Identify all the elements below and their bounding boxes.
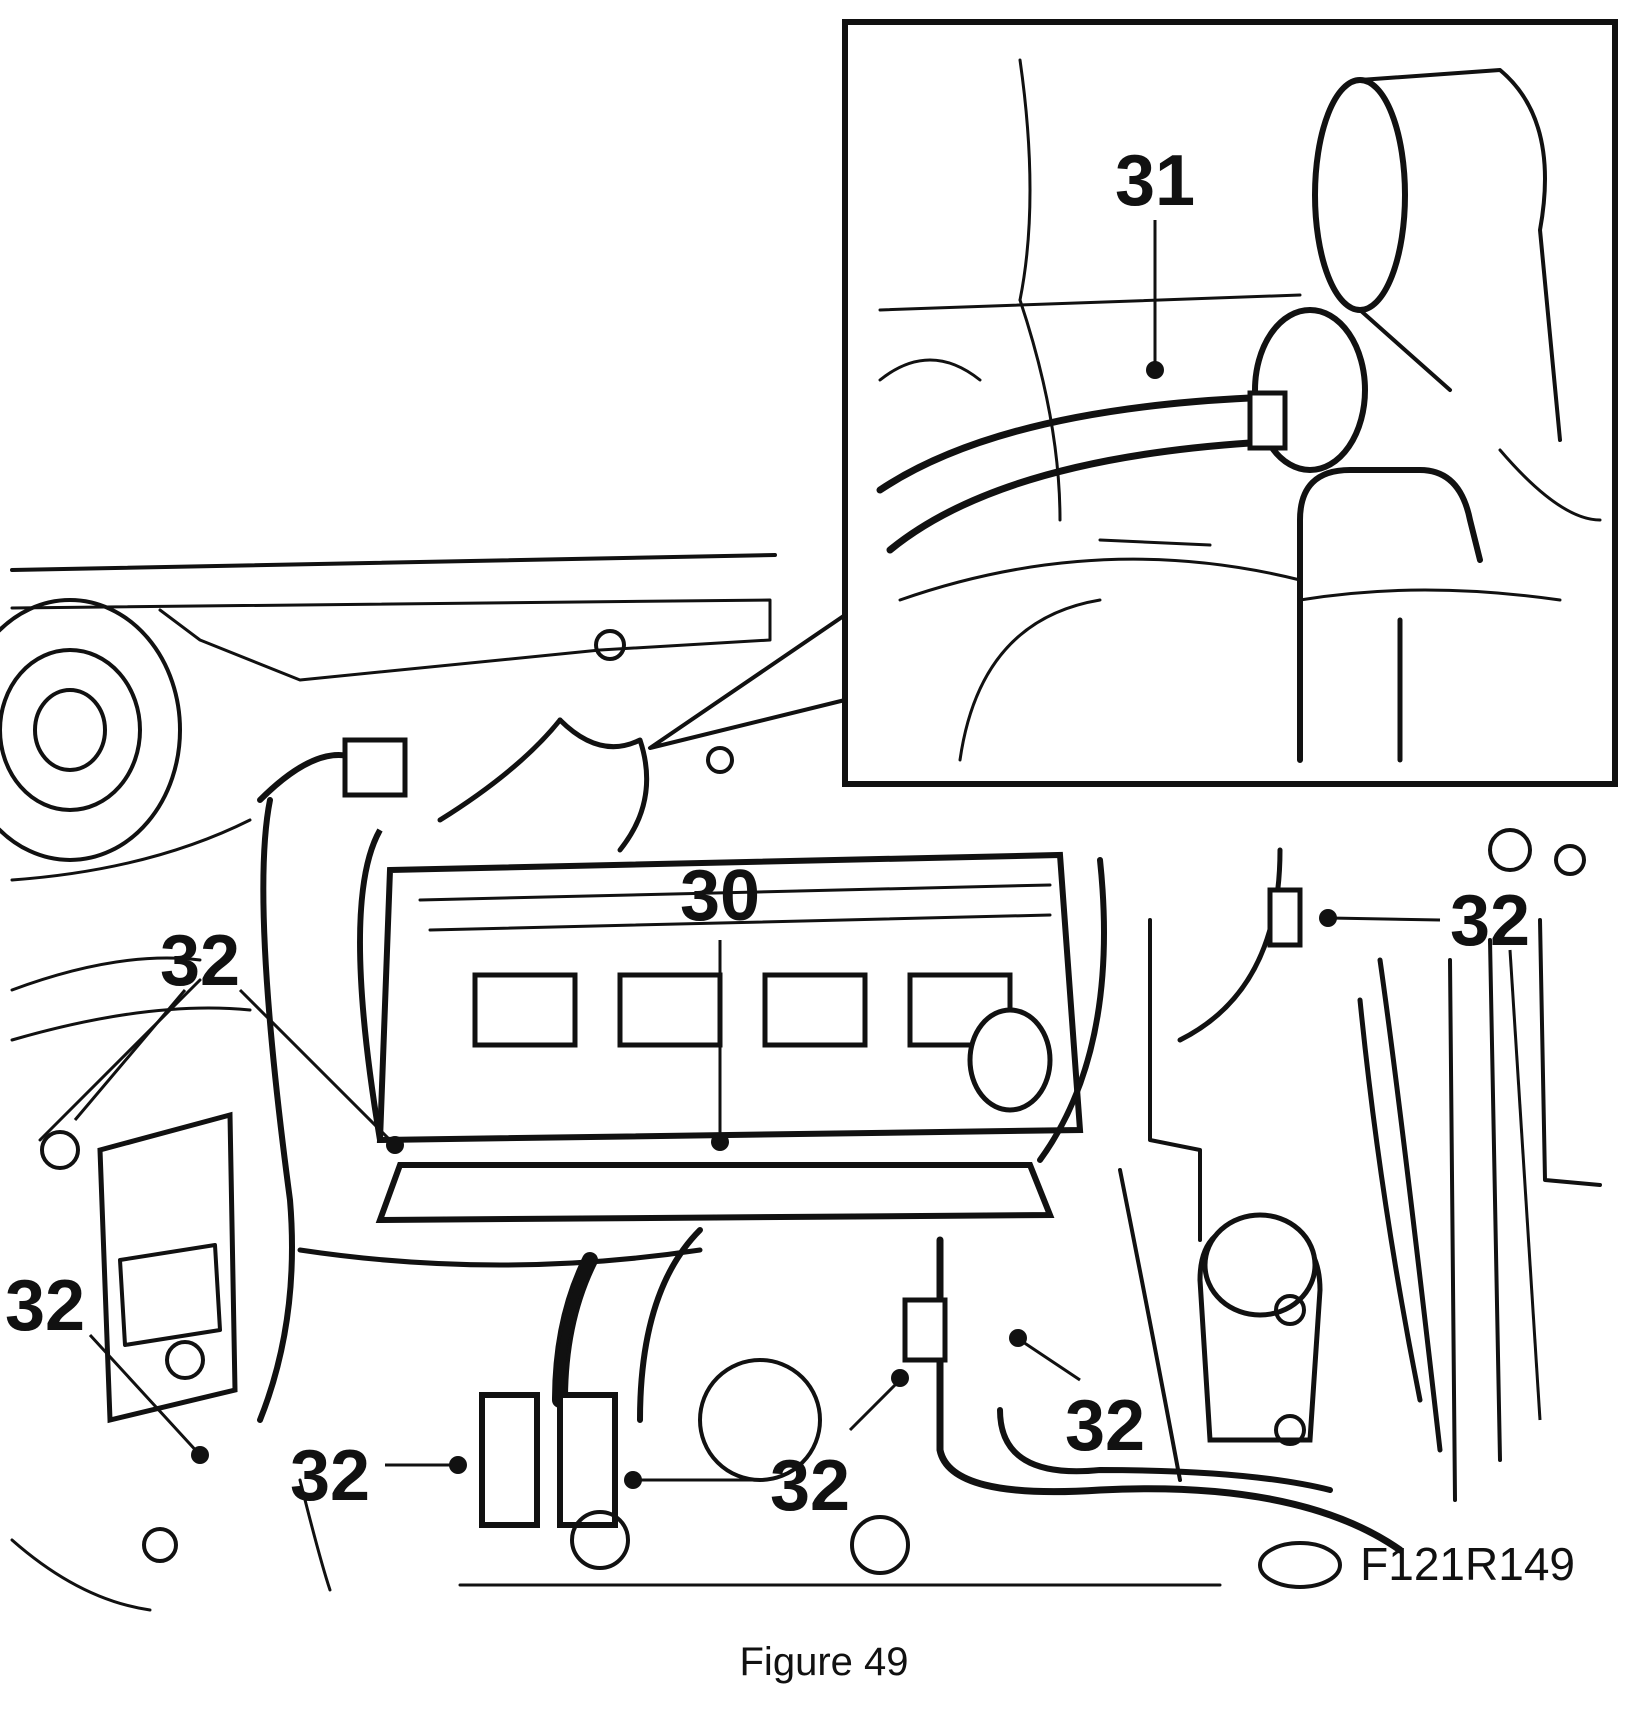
callout-32-left-lower: 32 (5, 1266, 85, 1346)
callout-30: 30 (680, 856, 760, 936)
figure-code: F121R149 (1360, 1538, 1575, 1590)
callout-32-bottom-b: 32 (770, 1446, 850, 1526)
callout-32-left-upper: 32 (160, 921, 240, 1001)
callout-32-right: 32 (1450, 881, 1530, 961)
callout-31: 31 (1115, 141, 1195, 221)
callout-32-bottom-c: 32 (1065, 1386, 1145, 1466)
figure-caption: Figure 49 (739, 1640, 909, 1684)
inset-detail: 31 (648, 19, 1618, 787)
callout-leaders (73, 909, 1542, 1489)
callout-32-bottom-a: 32 (290, 1436, 370, 1516)
